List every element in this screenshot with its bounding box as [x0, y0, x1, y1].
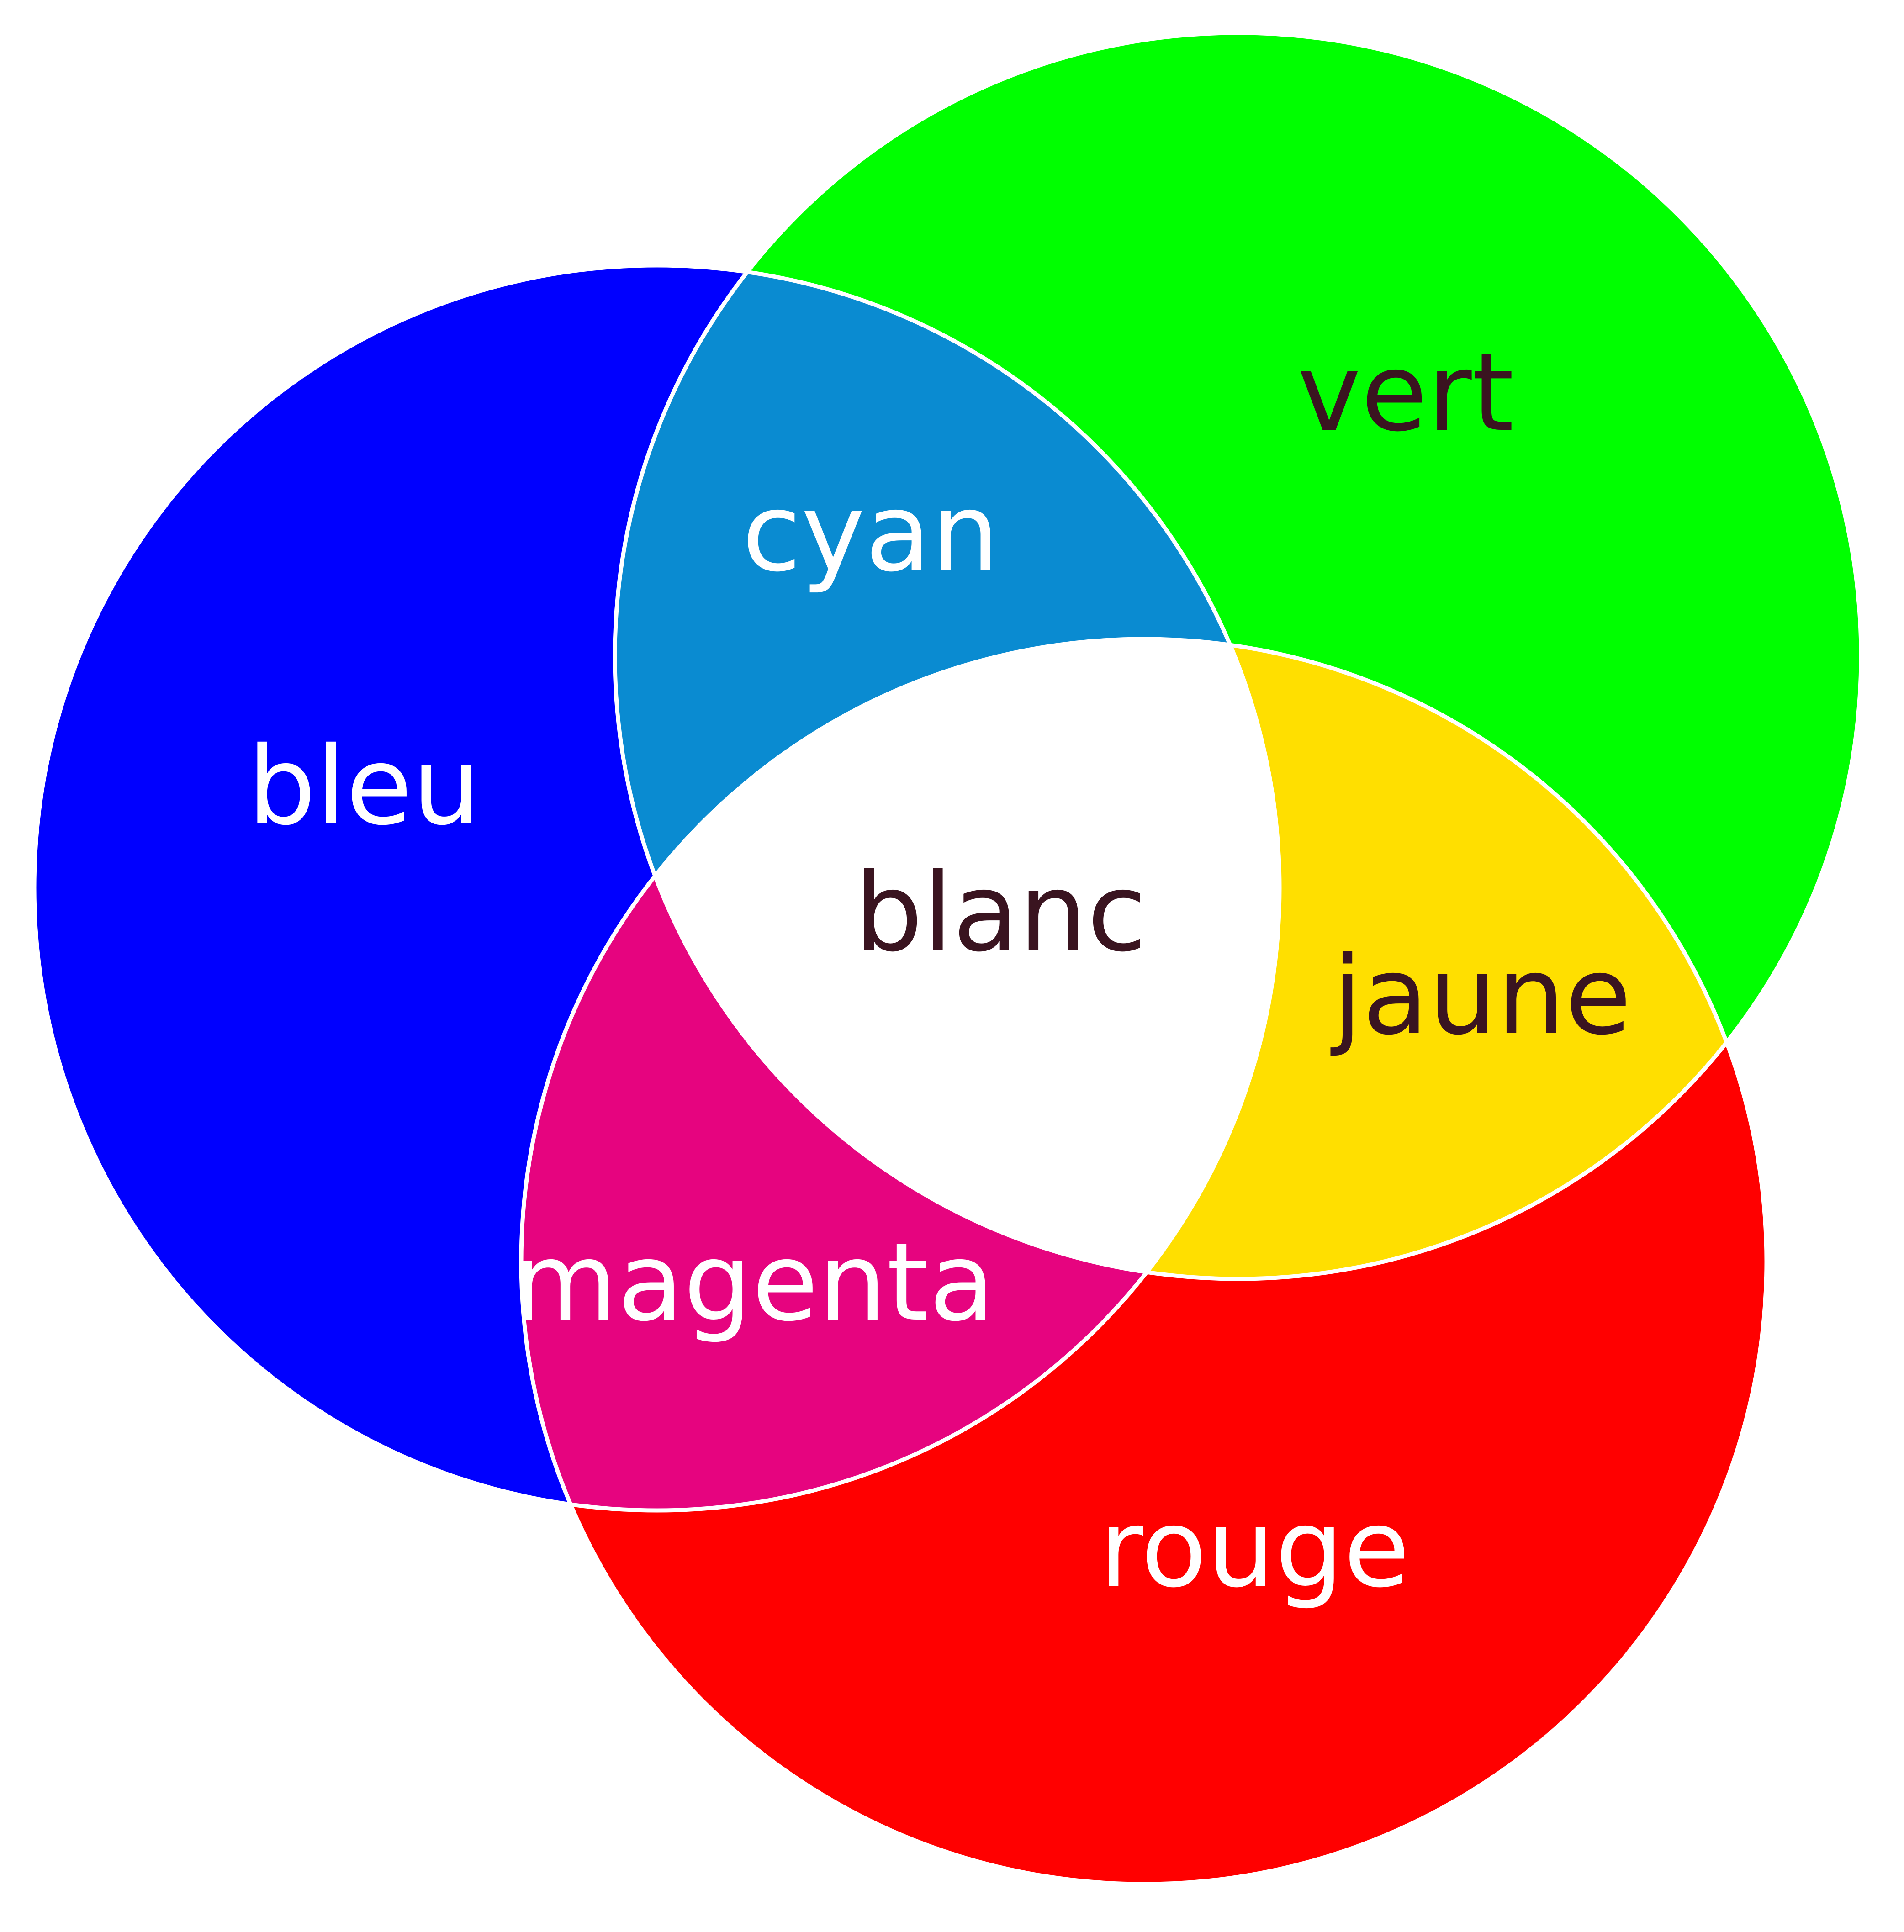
label-bleu: bleu [248, 723, 481, 849]
label-blanc: blanc [854, 850, 1146, 976]
label-magenta: magenta [513, 1219, 995, 1345]
label-jaune: jaune [1330, 933, 1632, 1059]
label-cyan: cyan [742, 470, 1000, 596]
white-overlap [615, 639, 1280, 1279]
label-rouge: rouge [1099, 1486, 1410, 1611]
circle-outlines [32, 31, 1863, 1886]
label-vert: vert [1297, 330, 1514, 455]
